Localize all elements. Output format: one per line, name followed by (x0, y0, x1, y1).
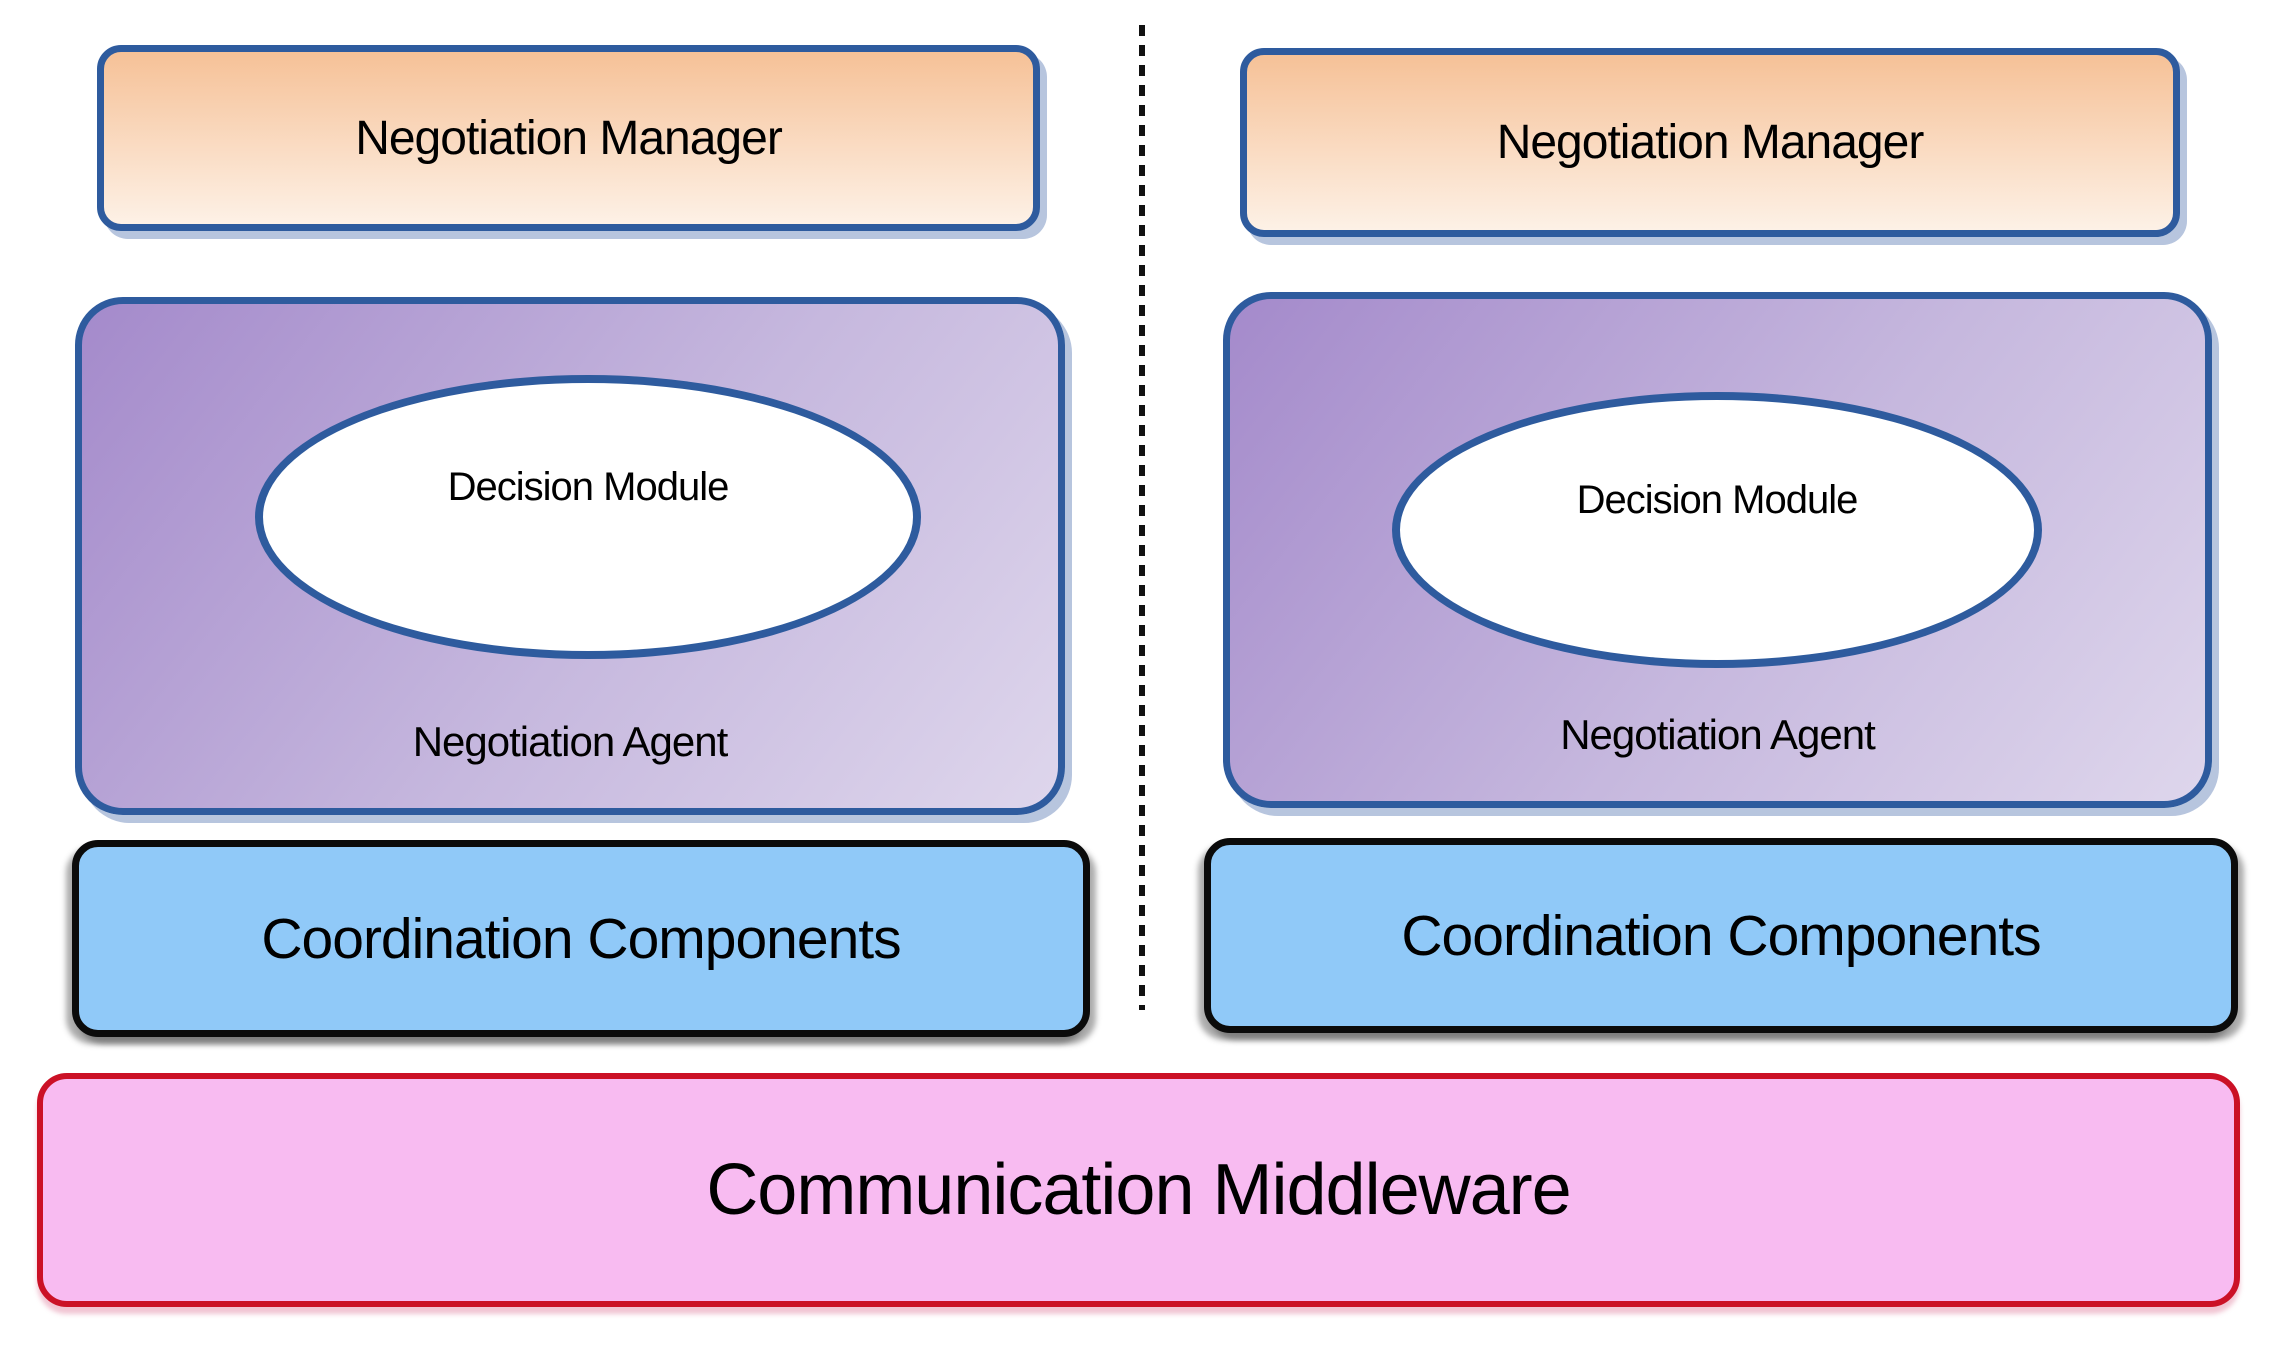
negotiation-agent-box: Decision Module Negotiation Agent (75, 297, 1065, 815)
coordination-components-box: Coordination Components (72, 840, 1090, 1037)
column-divider-dotted-line (1139, 25, 1145, 1010)
decision-module-ellipse: Decision Module (255, 375, 921, 659)
communication-middleware-label: Communication Middleware (706, 1150, 1571, 1230)
negotiation-manager-label: Negotiation Manager (355, 111, 783, 165)
negotiation-agent-box: Decision Module Negotiation Agent (1223, 292, 2212, 808)
coordination-components-label: Coordination Components (261, 906, 901, 971)
negotiation-agent-label: Negotiation Agent (412, 718, 729, 765)
decision-module-label: Decision Module (1576, 477, 1859, 522)
negotiation-agent-label: Negotiation Agent (1560, 711, 1876, 758)
decision-module-ellipse: Decision Module (1392, 392, 2042, 668)
communication-middleware-box: Communication Middleware (37, 1073, 2240, 1307)
decision-module-label: Decision Module (447, 464, 730, 509)
negotiation-manager-label: Negotiation Manager (1496, 116, 1925, 169)
coordination-components-box: Coordination Components (1204, 838, 2238, 1033)
coordination-components-label: Coordination Components (1401, 903, 2041, 968)
negotiation-manager-box: Negotiation Manager (1240, 48, 2180, 237)
negotiation-manager-box: Negotiation Manager (97, 45, 1040, 231)
